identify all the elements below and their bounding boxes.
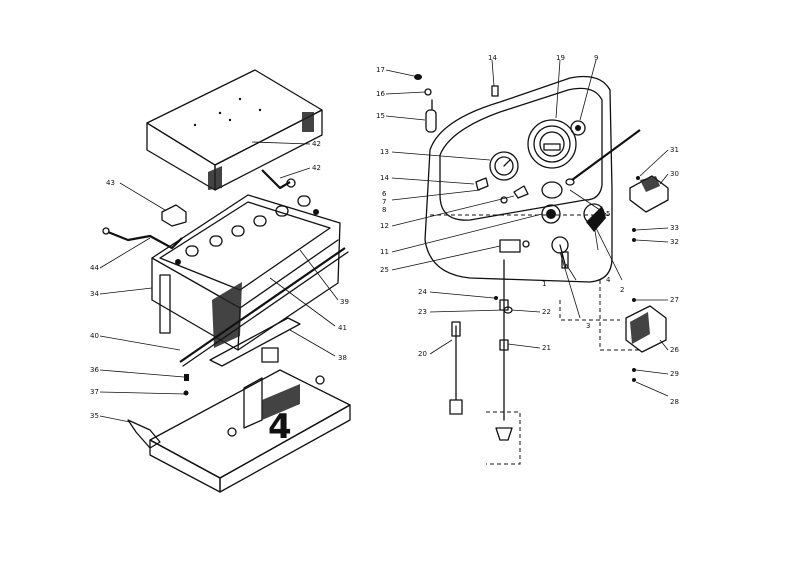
lamp-socket (425, 99, 437, 133)
label-light-switch: 2 (620, 286, 624, 294)
label-battery: 34 (90, 290, 99, 298)
tacho-cable (449, 321, 463, 415)
drive-cable (495, 259, 513, 441)
label-tacho-cable: 20 (418, 350, 427, 358)
label-flasher: 30 (670, 170, 679, 178)
battery-pad (209, 317, 301, 367)
warning-lamp (570, 120, 586, 136)
speedometer (527, 119, 577, 169)
label-tray: 35 (90, 412, 99, 420)
label-clip-c: 8 (382, 206, 386, 214)
label-flasher-washer: 32 (670, 238, 679, 246)
regulator-fasteners (632, 298, 636, 382)
battery (151, 194, 341, 351)
label-flasher-screw: 31 (670, 146, 679, 154)
label-regulator-nut: 28 (670, 398, 679, 406)
cable-nut (494, 296, 498, 300)
label-warning-lamp: 9 (594, 54, 598, 62)
label-clip-a: 6 (382, 190, 387, 198)
label-wiring-lead: 5 (606, 210, 610, 218)
label-bulb-holder: 14 (380, 174, 389, 182)
label-regulator-washer: 29 (670, 370, 679, 378)
label-hold-bolt: 40 (90, 332, 99, 340)
labels-right: 17 16 15 14 19 9 13 14 6 7 8 12 11 25 2 … (376, 54, 679, 406)
leader-lines-right (385, 59, 669, 397)
switch-knob (541, 204, 561, 224)
battery-tray: 4 (127, 347, 351, 493)
top-bolt (491, 85, 499, 97)
leader-lines-left (99, 141, 339, 423)
label-battery-cable: 44 (90, 264, 99, 272)
label-nut-top: 17 (376, 66, 385, 74)
label-bolt-top: 14 (488, 54, 497, 62)
battery-clamp (161, 204, 187, 227)
label-speedometer: 19 (556, 54, 565, 62)
label-ignition-key: 1 (542, 280, 546, 288)
label-gauge: 13 (380, 148, 389, 156)
label-regulator-screw: 27 (670, 296, 679, 304)
cable-dashed (486, 411, 521, 465)
light-switch (583, 203, 606, 232)
label-cable-drive: 21 (542, 344, 551, 352)
tray-bolt (184, 374, 189, 381)
label-positive-cable: 42 (312, 164, 321, 172)
battery-cover (146, 69, 323, 191)
label-switch-knob: 11 (380, 248, 389, 256)
label-regulator: 26 (670, 346, 679, 354)
label-battery-rod: 41 (338, 324, 347, 332)
wiring-dashed (559, 280, 640, 351)
label-cable-seal: 23 (418, 308, 427, 316)
label-tray-bolt: 36 (90, 366, 99, 374)
label-ignition-switch: 4 (606, 276, 611, 284)
indicator-lens (500, 185, 529, 204)
flasher-washer (632, 228, 636, 242)
hold-down-rod (179, 247, 349, 367)
battery-caps (175, 195, 319, 265)
battery-cable (102, 227, 183, 250)
label-flasher-nut: 33 (670, 224, 679, 232)
wiring-lead (565, 129, 641, 186)
label-switch-plate: 25 (380, 266, 389, 274)
label-tray-washer: 37 (90, 388, 99, 396)
label-battery-cover: 42 (312, 140, 321, 148)
label-battery-clamp: 43 (106, 179, 115, 187)
switch-plate (499, 239, 530, 253)
positive-cable (261, 169, 296, 190)
label-battery-strap: 39 (340, 298, 349, 306)
top-nut (414, 74, 422, 80)
top-washer (424, 88, 432, 96)
tray-marking: 4 (268, 407, 292, 447)
label-key-lock: 3 (586, 322, 590, 330)
instrument-panel (424, 75, 613, 283)
label-indicator-lens: 12 (380, 222, 389, 230)
panel-hole (541, 181, 563, 199)
regulator (625, 305, 667, 353)
label-battery-pad: 38 (338, 354, 347, 362)
flasher (629, 175, 669, 213)
labels-left: 42 42 43 44 34 40 39 41 38 36 37 35 (90, 140, 349, 420)
tray-washer (183, 390, 189, 396)
label-lamp-socket: 15 (376, 112, 385, 120)
label-cable-nut: 24 (418, 288, 427, 296)
gauge (489, 151, 519, 181)
label-clip-b: 7 (382, 198, 386, 206)
label-washer-top: 16 (376, 90, 385, 98)
bulb-holder (475, 177, 489, 191)
label-cable-clip: 22 (542, 308, 551, 316)
